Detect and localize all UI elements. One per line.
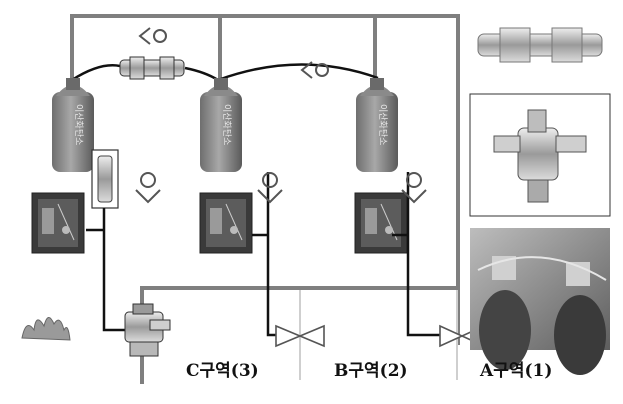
fire-icon bbox=[21, 317, 71, 341]
cylinders: 이산화탄소 이산화탄소 이산화탄소 bbox=[52, 78, 398, 172]
selector-valve-icon bbox=[124, 303, 171, 357]
cylinder-label-3: 이산화탄소 bbox=[377, 104, 388, 145]
zone-label-a: A구역(1) bbox=[480, 361, 553, 381]
cylinder-label-1: 이산화탄소 bbox=[73, 104, 84, 145]
zone-label-b: B구역(2) bbox=[334, 361, 408, 381]
flow-arrow-icon bbox=[138, 27, 329, 79]
co2-cylinder-1 bbox=[52, 78, 94, 172]
black-pilot-pipes bbox=[86, 172, 440, 337]
solenoid-panel-icon bbox=[354, 192, 408, 254]
photo-check-valve bbox=[470, 10, 610, 76]
check-valve-down-icon bbox=[135, 172, 427, 204]
pilot-pipe-arch bbox=[71, 63, 379, 82]
photo-selector-valve bbox=[469, 93, 611, 217]
co2-cylinder-3 bbox=[356, 78, 398, 172]
gate-valve-icon bbox=[275, 324, 485, 348]
co2-cylinder-2 bbox=[200, 78, 242, 172]
zone-label-c: C구역(3) bbox=[186, 361, 259, 381]
photo-cylinder-heads bbox=[470, 228, 610, 375]
check-valve-inline-icon bbox=[119, 56, 185, 80]
cylinder-label-2: 이산화탄소 bbox=[221, 104, 232, 145]
solenoid-panel-icon bbox=[199, 192, 253, 254]
check-valve-box-icon bbox=[91, 149, 119, 209]
solenoid-panel-icon bbox=[31, 192, 85, 254]
solenoid-panels bbox=[31, 192, 408, 254]
